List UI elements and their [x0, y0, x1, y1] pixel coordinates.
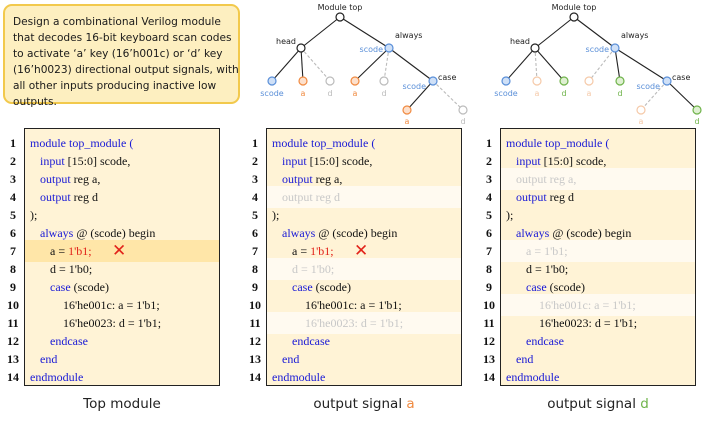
prompt-line: Design a combinational Verilog module: [13, 16, 221, 28]
tree-label-scode: scode: [637, 82, 661, 91]
prompt-line: all other inputs producing inactive low: [13, 80, 217, 92]
task-prompt-box: Design a combinational Verilog module th…: [3, 4, 240, 108]
error-x-icon: ✕: [112, 241, 127, 261]
tree-label-a: a: [535, 89, 540, 98]
tree-label-d: d: [327, 89, 332, 98]
prompt-line: to activate ‘a’ key (16’h001c) or ‘d’ ke…: [13, 48, 223, 60]
tree-label-d: d: [381, 89, 386, 98]
caption-output-d: output signal d: [547, 396, 649, 412]
tree-label-head: head: [276, 37, 296, 46]
tree-label-d: d: [460, 117, 465, 126]
prompt-line: (16’h0023) directional output signals, w…: [13, 64, 239, 76]
caption-top-module: Top module: [83, 396, 161, 412]
tree-label-case: case: [438, 73, 456, 82]
tree-label-d: d: [694, 117, 699, 126]
tree-label-scode: scode: [360, 45, 384, 54]
tree-label-d: d: [617, 89, 622, 98]
caption-output-a: output signal a: [313, 396, 415, 412]
tree-label-root: Module top: [318, 3, 363, 12]
tree-label-a: a: [405, 117, 410, 126]
tree-label-always: always: [621, 31, 648, 40]
ast-tree-full: Module top head always scode scode a d a…: [260, 3, 468, 126]
tree-label-scode: scode: [403, 82, 427, 91]
tree-label-a: a: [639, 117, 644, 126]
tree-label-scode: scode: [586, 45, 610, 54]
code-line: 5);: [252, 208, 280, 222]
ast-tree-slice-d: Module top head always scode scode a d a…: [494, 3, 702, 126]
tree-label-always: always: [395, 31, 422, 40]
tree-label-a: a: [587, 89, 592, 98]
prompt-line: that decodes 16-bit keyboard scan codes: [13, 32, 232, 44]
error-x-icon: ✕: [354, 241, 369, 261]
tree-label-a: a: [353, 89, 358, 98]
code-line: 5);: [486, 208, 514, 222]
tree-label-head: head: [510, 37, 530, 46]
tree-label-root: Module top: [552, 3, 597, 12]
tree-label-case: case: [672, 73, 690, 82]
tree-label-scode: scode: [494, 89, 518, 98]
code-line: 5);: [10, 208, 38, 222]
tree-label-a: a: [301, 89, 306, 98]
tree-label-scode: scode: [260, 89, 284, 98]
prompt-line: outputs.: [13, 96, 57, 108]
tree-label-d: d: [561, 89, 566, 98]
